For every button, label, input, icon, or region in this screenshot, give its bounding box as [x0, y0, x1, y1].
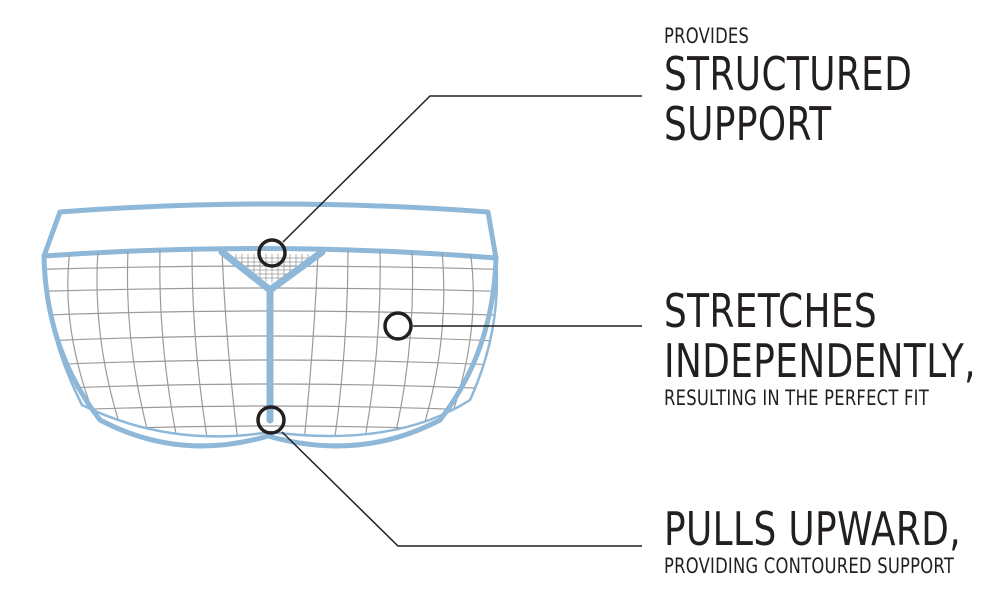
waistband-outline [41, 201, 499, 261]
callout-heading-line-2: SUPPORT [664, 97, 832, 151]
leg-opening-outline [41, 255, 499, 449]
leader-line-structured-support [282, 95, 642, 243]
callout-heading-line-1: STRUCTURED [664, 47, 913, 101]
callout-lead-text: PROVIDES [664, 24, 750, 48]
target-circle-icon [256, 405, 286, 435]
callout-detail-text: RESULTING IN THE PERFECT FIT [664, 386, 929, 410]
leader-line-pulls-upward [281, 431, 642, 547]
callout-pulls-upward: PULLS UPWARD, PROVIDING CONTOURED SUPPOR… [664, 504, 961, 579]
callout-heading-line-2: INDEPENDENTLY, [664, 334, 976, 388]
y-seam [218, 248, 326, 424]
callout-detail-text: PROVIDING CONTOURED SUPPORT [664, 554, 955, 578]
callout-heading-line-1: STRETCHES [664, 284, 878, 338]
leader-lines [281, 95, 642, 547]
callout-heading-line-1: PULLS UPWARD, [664, 502, 962, 556]
callout-structured-support: PROVIDES STRUCTURED SUPPORT [664, 24, 912, 149]
target-circle-icon [383, 311, 413, 341]
callout-stretches-independently: STRETCHES INDEPENDENTLY, RESULTING IN TH… [664, 286, 976, 411]
target-circle-icon [257, 238, 287, 268]
